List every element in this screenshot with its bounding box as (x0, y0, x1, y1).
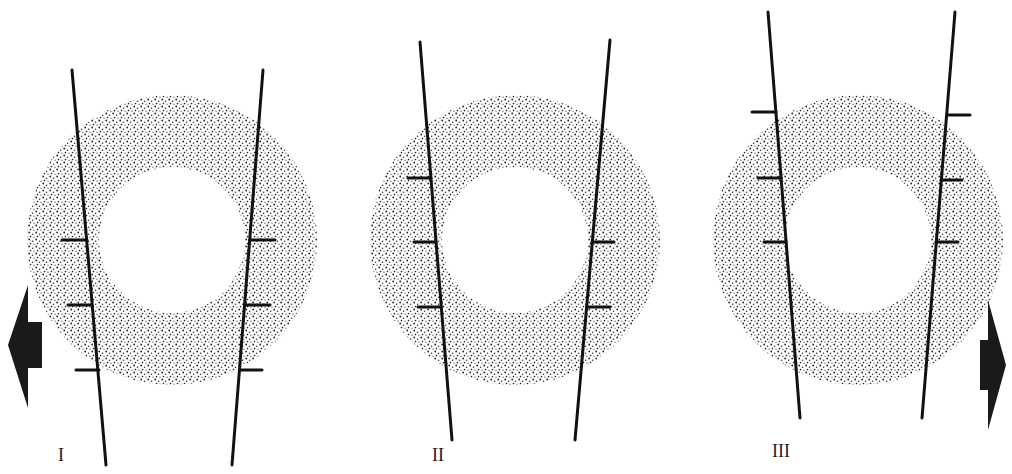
tick-mark (408, 177, 431, 180)
reference-line (922, 12, 955, 418)
tick-mark (941, 179, 962, 182)
tick-mark (76, 369, 99, 372)
tick-mark (240, 369, 262, 372)
tick-mark (936, 241, 958, 244)
reference-line (575, 40, 610, 440)
panel-label: I (58, 446, 64, 464)
direction-arrow (980, 300, 1006, 430)
tick-mark (245, 304, 270, 307)
tick-mark (587, 306, 610, 309)
stippled-ring (713, 95, 1003, 385)
stippled-ring (27, 95, 1003, 385)
reference-line (72, 70, 106, 465)
tick-mark (250, 239, 275, 242)
tick-mark (592, 241, 614, 244)
reference-line (232, 70, 263, 465)
reference-lines (62, 12, 970, 465)
tick-mark (947, 114, 970, 117)
reference-line (768, 12, 800, 418)
tick-mark (758, 177, 781, 180)
panel-label: III (772, 442, 790, 460)
stippled-ring (370, 95, 660, 385)
tick-mark (62, 239, 87, 242)
direction-arrow (8, 285, 42, 408)
tick-mark (418, 306, 441, 309)
panel-label: II (432, 446, 444, 464)
tick-mark (414, 241, 436, 244)
tick-mark (68, 304, 92, 307)
tick-mark (752, 111, 776, 114)
stippled-ring (27, 95, 317, 385)
tick-mark (764, 241, 786, 244)
